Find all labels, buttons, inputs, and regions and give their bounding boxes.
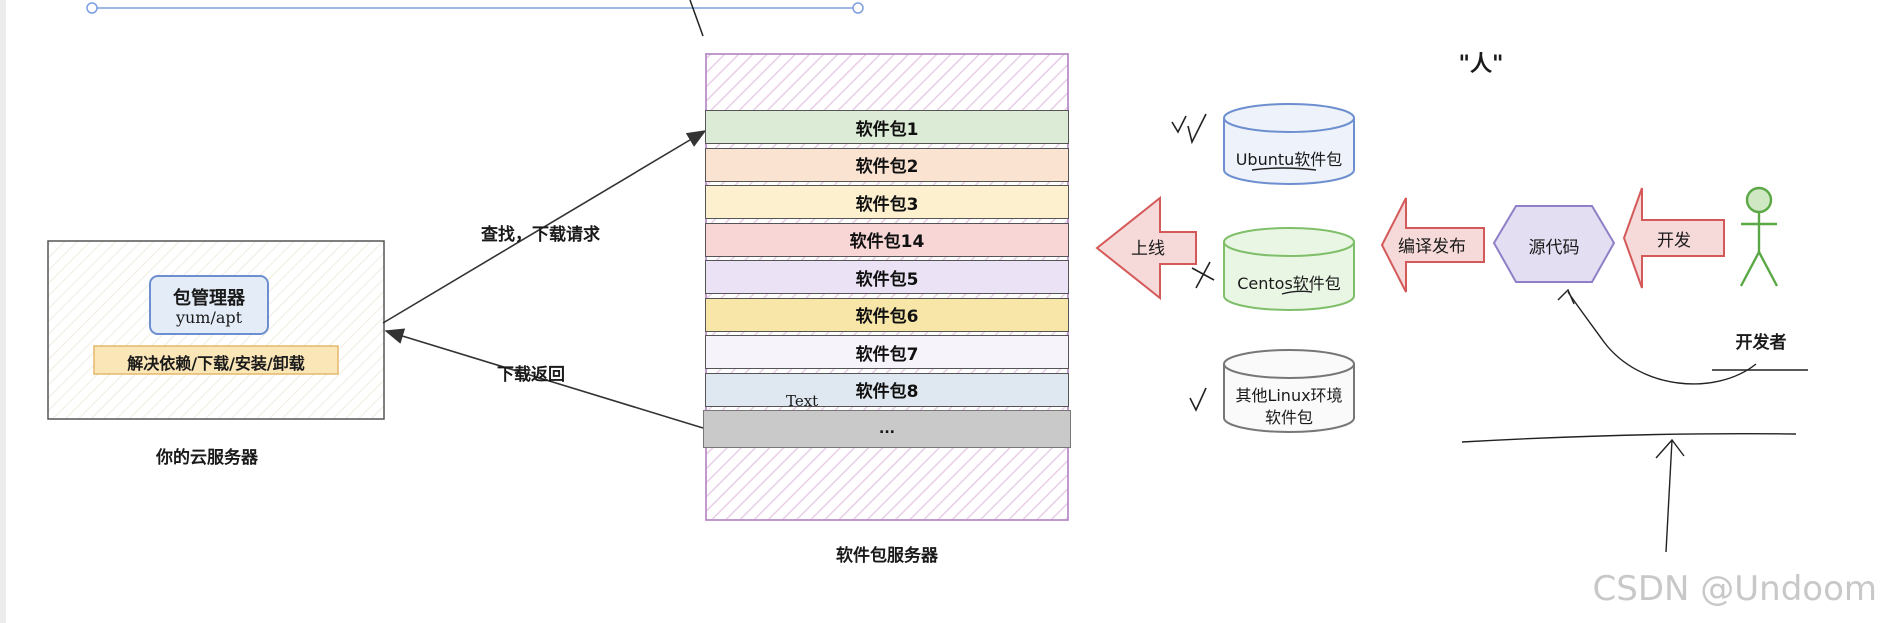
functions-label: 解决依赖/下载/安装/卸载: [127, 354, 305, 373]
other-linux-repository: [1223, 349, 1355, 433]
compile-publish-label: 编译发布: [1398, 237, 1466, 257]
people-note: "人": [1458, 52, 1504, 77]
package-row-label: 软件包14: [849, 232, 925, 252]
freehand-baseline: [1461, 432, 1797, 443]
compile-publish-arrow: [1380, 197, 1485, 293]
ubuntu-repository: [1223, 103, 1355, 185]
freehand-pointer: [1665, 439, 1673, 553]
package-manager-title: 包管理器: [173, 288, 245, 309]
package-row-label: 软件包6: [855, 307, 919, 327]
check-mark-icon: [1171, 113, 1207, 145]
other-linux-label-line2: 软件包: [1264, 408, 1314, 427]
package-manager-box: [149, 275, 269, 335]
package-row[interactable]: 软件包6: [705, 297, 1069, 332]
package-row-label: 软件包1: [855, 119, 919, 140]
freehand-curve: [1567, 291, 1757, 385]
package-row[interactable]: 软件包3: [705, 185, 1069, 219]
functions-box: [93, 345, 339, 375]
online-label: 上线: [1131, 239, 1165, 259]
developer-label: 开发者: [1735, 333, 1787, 353]
developer-icon: [1739, 186, 1779, 287]
freehand-pointer-head: [1655, 438, 1685, 459]
develop-label: 开发: [1657, 231, 1691, 251]
package-row[interactable]: 软件包1: [705, 110, 1069, 144]
selection-handle-right[interactable]: [852, 2, 864, 14]
search-request-arrow: [382, 130, 707, 324]
source-code-hexagon: [1492, 205, 1616, 283]
check-mark-icon: [1189, 387, 1207, 412]
package-row[interactable]: 软件包7: [705, 335, 1069, 369]
ubuntu-label: Ubuntu软件包: [1235, 150, 1343, 169]
develop-arrow: [1622, 187, 1725, 289]
package-row[interactable]: 软件包5: [705, 260, 1069, 294]
package-row-label: 软件包8: [855, 382, 919, 402]
freehand-arrowhead: [1557, 288, 1575, 305]
watermark: CSDN @Undoom: [1592, 569, 1877, 609]
package-manager-tools: yum/apt: [175, 308, 243, 327]
package-row-label: 软件包7: [855, 344, 919, 365]
package-row[interactable]: 软件包14: [705, 222, 1069, 257]
pen-stroke-top: [689, 0, 704, 37]
cloud-server-caption: 你的云服务器: [156, 448, 258, 468]
centos-repository: [1223, 227, 1355, 311]
centos-label: Centos软件包: [1237, 274, 1341, 293]
online-arrow: [1095, 195, 1197, 301]
search-request-label: 查找，下载请求: [481, 225, 600, 245]
package-row-label: ...: [879, 421, 895, 437]
underline-mark: [1281, 290, 1313, 295]
download-return-label: 下载返回: [497, 365, 565, 385]
package-row[interactable]: 软件包2: [705, 147, 1069, 182]
text-note: Text: [786, 392, 819, 410]
package-row[interactable]: 软件包8: [705, 372, 1069, 407]
cross-mark-icon: [1191, 261, 1215, 289]
package-row-more[interactable]: ...: [703, 410, 1071, 448]
selection-handle-left[interactable]: [86, 2, 98, 14]
underline-mark: [1251, 167, 1317, 171]
package-row-label: 软件包2: [855, 157, 919, 177]
download-return-arrow: [384, 328, 704, 429]
package-server-caption: 软件包服务器: [836, 546, 938, 566]
source-code-label: 源代码: [1528, 238, 1580, 258]
package-row-label: 软件包3: [855, 194, 919, 215]
left-edge-band: [0, 0, 6, 623]
package-row-label: 软件包5: [855, 269, 919, 290]
other-linux-label-line1: 其他Linux环境: [1235, 386, 1343, 405]
